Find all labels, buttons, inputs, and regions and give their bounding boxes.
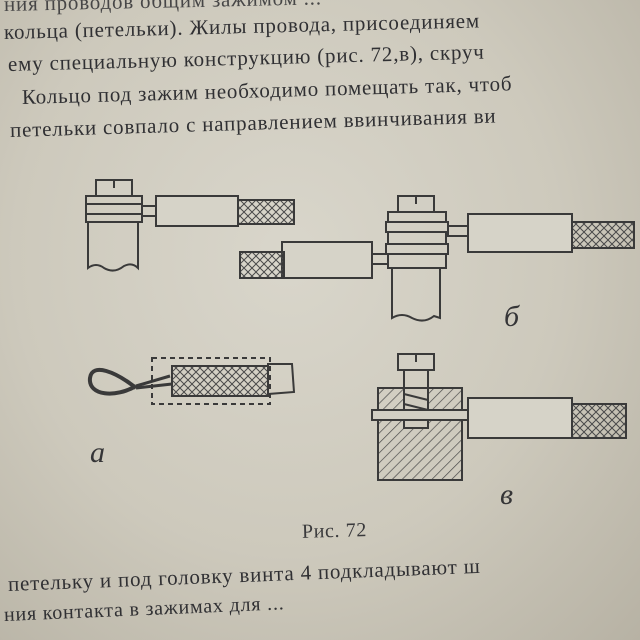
- label-a: а: [90, 436, 105, 469]
- label-v: в: [500, 478, 514, 511]
- terminal-a-top: [85, 179, 295, 272]
- label-b: б: [504, 300, 520, 333]
- terminal-v: [371, 353, 627, 481]
- loop-a: [87, 357, 296, 405]
- figure-caption: Рис. 72: [301, 519, 368, 543]
- terminal-b: [239, 195, 635, 322]
